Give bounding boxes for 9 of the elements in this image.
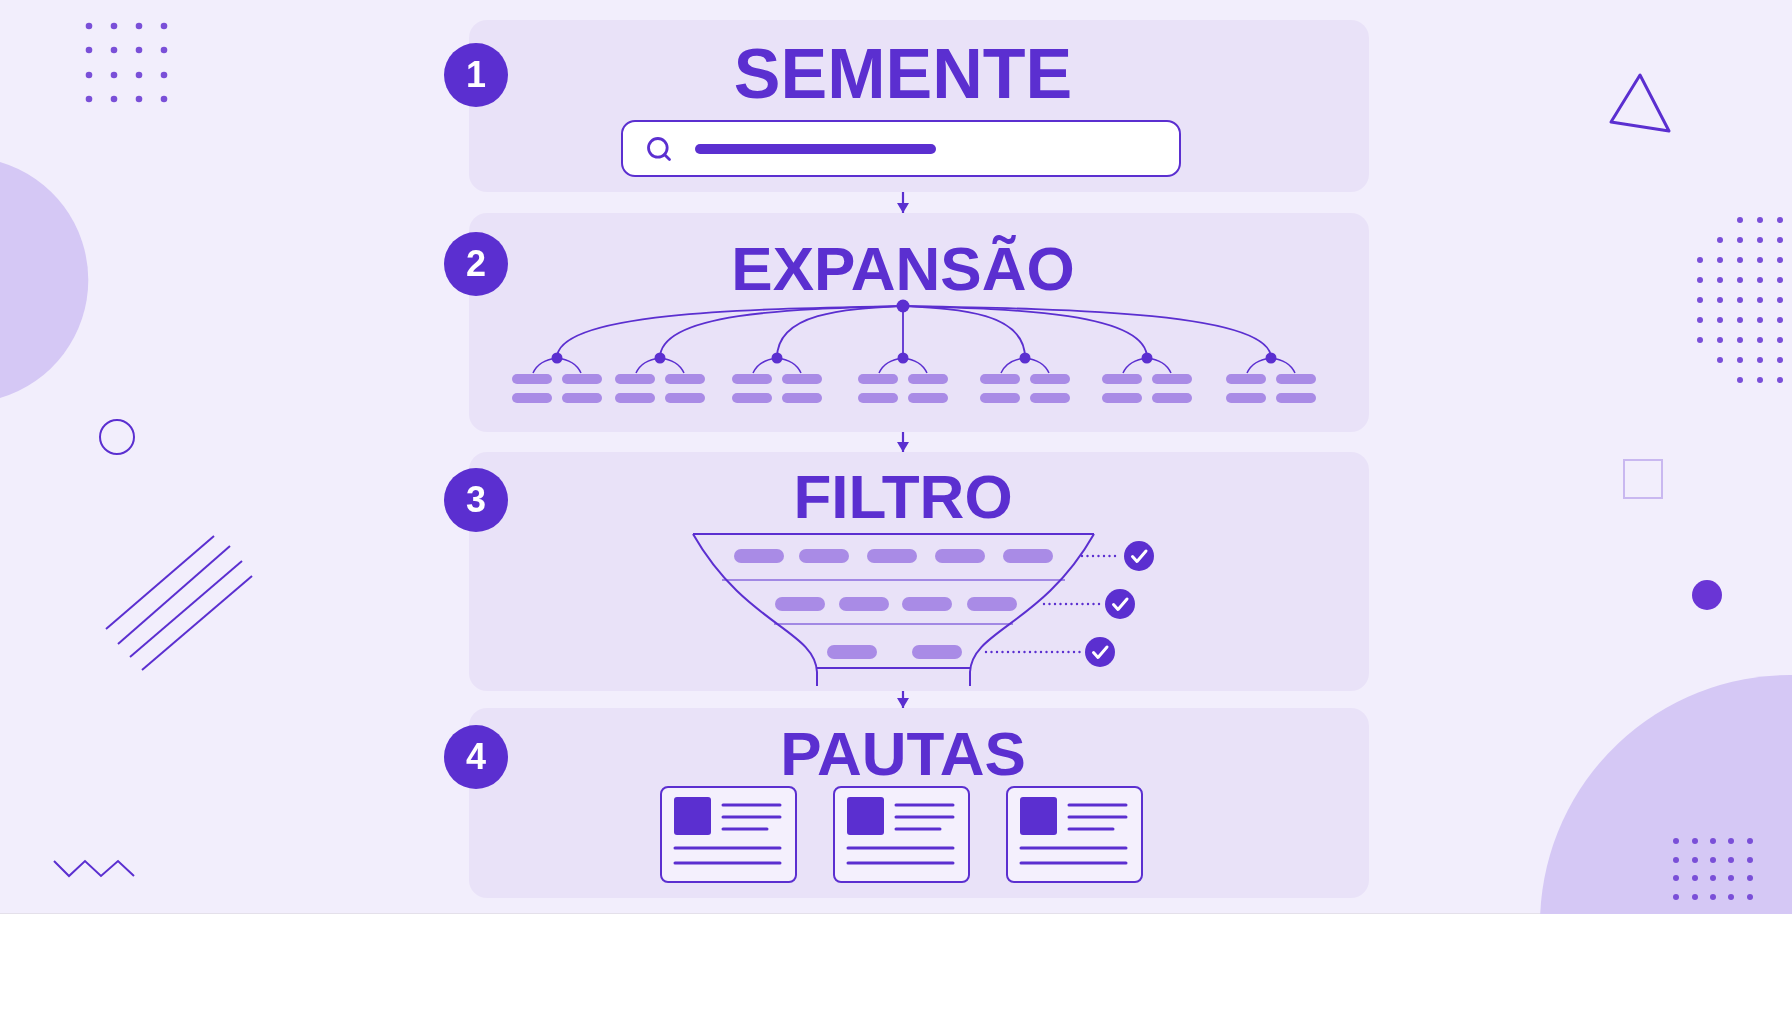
stage-title: SEMENTE — [733, 39, 1073, 109]
stage-panel — [469, 452, 1369, 691]
arrow — [897, 691, 909, 708]
stage-title: FILTRO — [793, 466, 1013, 528]
arrow — [897, 432, 909, 452]
stage-panel — [469, 20, 1369, 192]
stage-title: PAUTAS — [780, 723, 1026, 785]
stage-panel — [469, 213, 1369, 432]
arrow — [897, 192, 909, 213]
